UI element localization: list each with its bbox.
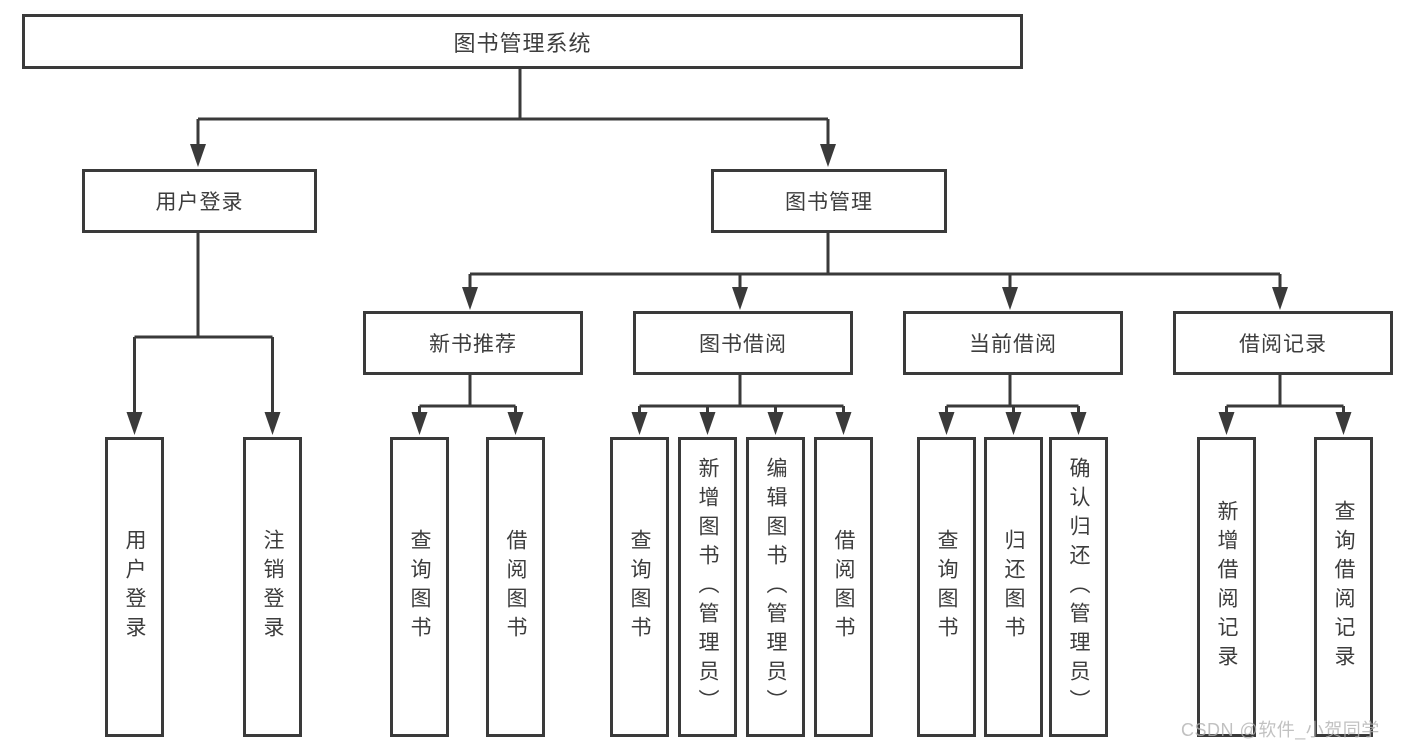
arrow-down-icon [126, 412, 143, 435]
node-label: 查询图书 [628, 529, 651, 645]
node-label: 新增图书（管理员） [696, 456, 719, 718]
node-current-borrow: 当前借阅 [903, 311, 1123, 375]
node-label: 用户登录 [123, 529, 146, 645]
node-label: 注销登录 [261, 529, 284, 645]
leaf-return-books: 归还图书 [984, 437, 1043, 737]
leaf-confirm-return-admin: 确认归还（管理员） [1049, 437, 1108, 737]
arrow-down-icon [767, 412, 784, 435]
arrow-down-icon [1218, 412, 1235, 435]
node-label: 图书借阅 [699, 333, 787, 356]
leaf-edit-books-admin: 编辑图书（管理员） [746, 437, 805, 737]
node-label: 新书推荐 [429, 333, 517, 356]
leaf-query-books: 查询图书 [390, 437, 449, 737]
node-label: 图书管理 [785, 191, 873, 214]
arrow-down-icon [820, 144, 836, 167]
arrow-down-icon [1070, 412, 1087, 435]
node-label: 编辑图书（管理员） [764, 456, 787, 718]
arrow-down-icon [631, 412, 648, 435]
node-label: 查询图书 [408, 529, 431, 645]
leaf-add-borrow-record: 新增借阅记录 [1197, 437, 1256, 737]
arrow-down-icon [1002, 287, 1018, 310]
leaf-query-books: 查询图书 [917, 437, 976, 737]
node-label: 图书管理系统 [453, 30, 592, 56]
arrow-down-icon [1272, 287, 1288, 310]
arrow-down-icon [411, 412, 428, 435]
node-label: 借阅记录 [1239, 333, 1327, 356]
node-label: 新增借阅记录 [1215, 500, 1238, 674]
arrow-down-icon [190, 144, 206, 167]
node-label: 确认归还（管理员） [1067, 456, 1090, 718]
leaf-query-borrow-record: 查询借阅记录 [1314, 437, 1373, 737]
node-book-management: 图书管理 [711, 169, 947, 233]
node-book-borrow: 图书借阅 [633, 311, 853, 375]
node-label: 查询图书 [935, 529, 958, 645]
node-library-system: 图书管理系统 [22, 14, 1023, 69]
leaf-user-login: 用户登录 [105, 437, 164, 737]
node-label: 借阅图书 [504, 529, 527, 645]
arrow-down-icon [732, 287, 748, 310]
arrow-down-icon [462, 287, 478, 310]
leaf-add-books-admin: 新增图书（管理员） [678, 437, 737, 737]
arrow-down-icon [264, 412, 281, 435]
node-new-book-recommend: 新书推荐 [363, 311, 583, 375]
arrow-down-icon [699, 412, 716, 435]
leaf-query-books: 查询图书 [610, 437, 669, 737]
node-label: 归还图书 [1002, 529, 1025, 645]
arrow-down-icon [1335, 412, 1352, 435]
node-user-login-branch: 用户登录 [82, 169, 317, 233]
node-label: 查询借阅记录 [1332, 500, 1355, 674]
arrow-down-icon [1005, 412, 1022, 435]
node-label: 借阅图书 [832, 529, 855, 645]
arrow-down-icon [938, 412, 955, 435]
node-borrow-records: 借阅记录 [1173, 311, 1393, 375]
node-label: 当前借阅 [969, 333, 1057, 356]
leaf-borrow-books: 借阅图书 [486, 437, 545, 737]
node-label: 用户登录 [155, 191, 244, 214]
arrow-down-icon [507, 412, 524, 435]
arrow-down-icon [835, 412, 852, 435]
watermark-text: CSDN @软件_小贺同学 [1181, 720, 1380, 740]
leaf-logout: 注销登录 [243, 437, 302, 737]
leaf-borrow-books: 借阅图书 [814, 437, 873, 737]
